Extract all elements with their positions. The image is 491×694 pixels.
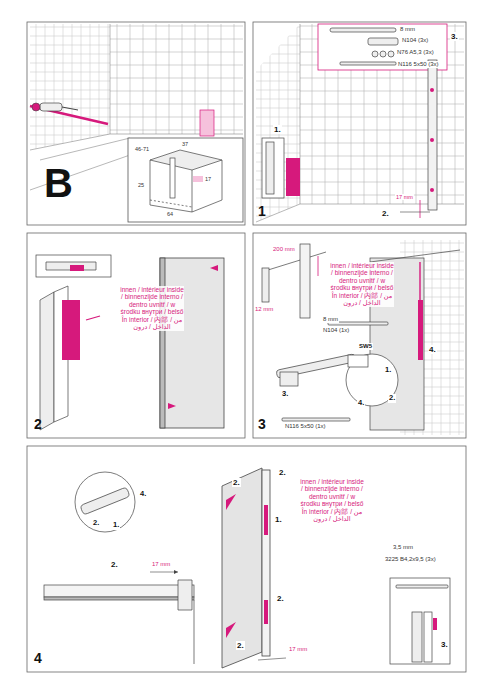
part-spec: N104 (3x)	[401, 37, 429, 44]
dimension: 200 mm	[272, 246, 296, 253]
callout-number: 1.	[112, 521, 120, 530]
callout-number: 2.	[236, 641, 245, 650]
dimension: 17 mm	[151, 561, 171, 568]
part-spec: 8 mm	[322, 316, 339, 323]
interior-note: innen / intérieur inside / binnenzijde i…	[300, 478, 364, 523]
dimension: 46-71	[134, 146, 150, 152]
dimension: 17	[204, 176, 212, 182]
tool-size: SW5	[358, 343, 373, 350]
dimension: 25	[137, 182, 145, 188]
dimension: 64	[166, 211, 174, 217]
step-number: 4	[34, 650, 42, 666]
part-spec: 3225 B4,2x9,5 (3x)	[384, 556, 437, 563]
part-spec: N76 A5,3 (3x)	[396, 49, 435, 56]
callout-number: 2.	[388, 394, 396, 403]
callout-number: 2.	[278, 468, 287, 477]
part-spec: N104 (1x)	[322, 327, 350, 334]
callout-number: 2.	[110, 560, 119, 569]
step-number: 3	[258, 416, 266, 432]
interior-note: innen / intérieur inside / binnenzijde i…	[330, 262, 394, 307]
step-number: 1	[258, 203, 266, 219]
interior-note: innen / intérieur inside / binnenzijde i…	[120, 286, 184, 331]
callout-number: 3.	[440, 640, 449, 649]
callout-number: 1.	[384, 366, 392, 375]
callout-number: 1.	[273, 125, 282, 134]
dimension: 17 mm	[288, 646, 308, 653]
dimension: 17 mm	[395, 194, 414, 200]
callout-number: 2.	[232, 478, 241, 487]
callout-number: 4.	[357, 399, 365, 408]
callout-number: 1.	[274, 515, 283, 524]
dimension: 37	[181, 141, 189, 147]
part-spec: 8 mm	[399, 26, 416, 33]
part-spec: N116 5x50 (3x)	[397, 61, 440, 68]
callout-number: 4.	[139, 490, 147, 499]
section-letter: B	[44, 160, 73, 206]
callout-number: 2.	[276, 594, 285, 603]
callout-number: 2.	[381, 209, 390, 218]
callout-number: 3.	[450, 32, 459, 41]
part-spec: 3,5 mm	[392, 544, 414, 551]
part-spec: N116 5x50 (1x)	[284, 423, 327, 430]
callout-number: 2.	[92, 519, 100, 528]
step-number: 2	[34, 416, 42, 432]
callout-number: 3.	[281, 390, 289, 399]
callout-number: 4.	[428, 345, 437, 354]
dimension: 12 mm	[254, 306, 274, 313]
